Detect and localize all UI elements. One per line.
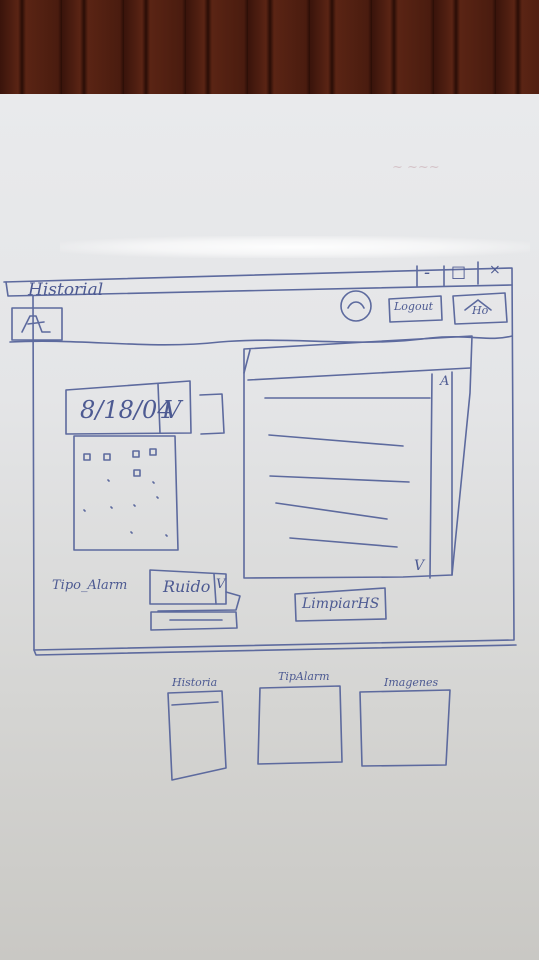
calendar-toggle-button[interactable]: V [164, 396, 182, 424]
scroll-up-icon[interactable]: A [440, 374, 450, 389]
window-frame [3, 267, 515, 651]
home-button[interactable]: Ho [472, 304, 489, 317]
calendar-grid [73, 435, 179, 551]
list-panel [243, 335, 473, 579]
tab-tipalarm-box [257, 685, 343, 765]
maximize-icon[interactable]: □ [451, 262, 467, 281]
calendar-date-box [65, 380, 192, 435]
alarm-type-dropdown [149, 569, 227, 605]
logout-button[interactable]: Logout [394, 300, 434, 313]
logout-button-box [388, 295, 443, 323]
date-field[interactable]: 8/18/04 [80, 396, 173, 424]
dropdown-option-box [150, 611, 238, 631]
close-icon[interactable]: × [489, 262, 501, 278]
tab-imagenes-box [359, 689, 451, 767]
tab-historia[interactable]: Historia [172, 676, 218, 689]
clear-history-button[interactable]: LimpiarHS [302, 596, 380, 612]
wood-wall [0, 0, 539, 100]
app-logo-box [11, 307, 63, 341]
list-scrollbar [429, 371, 453, 579]
list-lines [264, 397, 431, 548]
clear-button-box [294, 587, 387, 622]
user-icon [340, 290, 372, 322]
window-controls-dividers [416, 261, 479, 287]
alarm-type-selected[interactable]: Ruido [163, 577, 211, 596]
home-button-box [452, 292, 508, 325]
tab-historia-box [167, 690, 227, 781]
scroll-down-icon[interactable]: V [414, 558, 425, 574]
dropdown-chevron-icon[interactable]: V [216, 577, 226, 592]
tab-tipalarm[interactable]: TipAlarm [278, 670, 330, 683]
alarm-type-label: Tipo_Alarm [52, 578, 128, 593]
tab-imagenes[interactable]: Imagenes [384, 676, 439, 689]
erased-marks: ~ ~~~ [392, 160, 440, 175]
window-title: Historial [28, 280, 104, 300]
minimize-icon[interactable]: - [424, 262, 431, 283]
light-glare [60, 236, 530, 258]
